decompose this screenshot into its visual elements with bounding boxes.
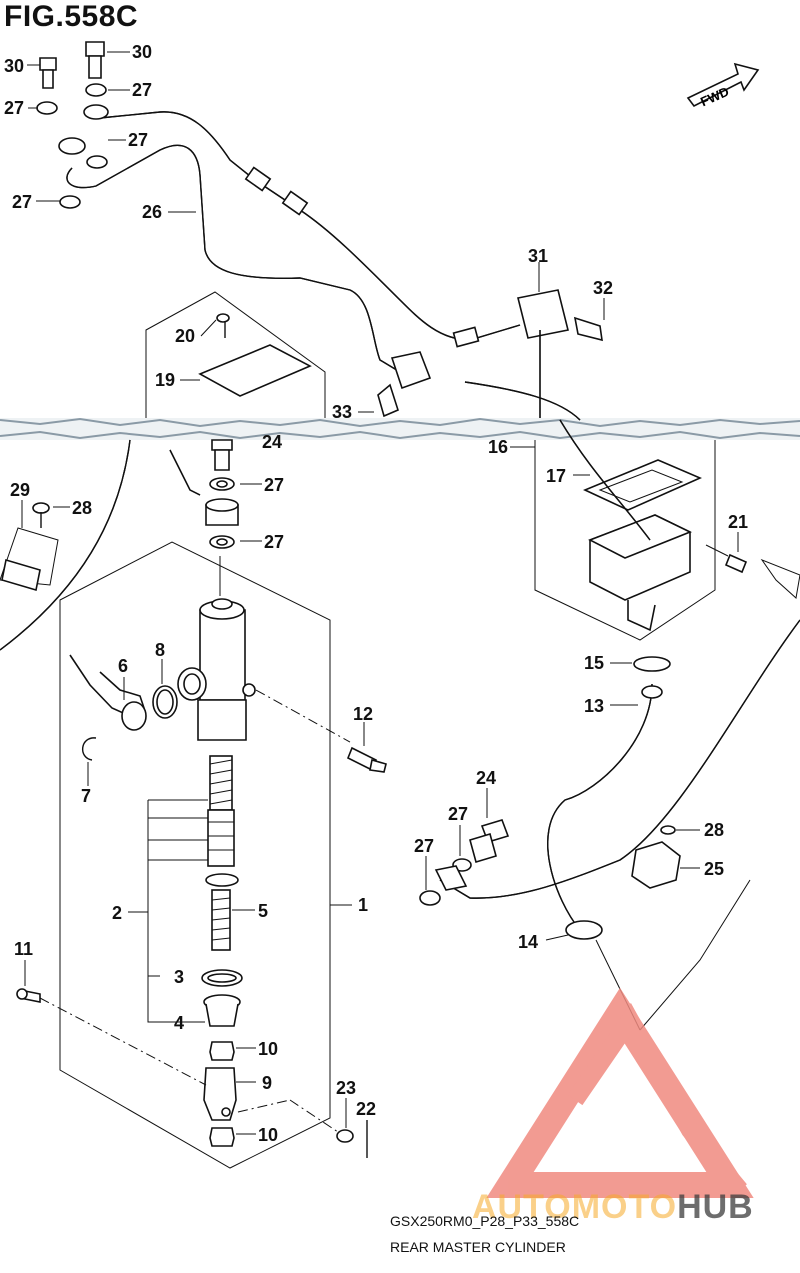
callout-10a: 10 [258, 1039, 278, 1059]
bracket-2-lines [128, 799, 255, 1023]
torn-edge-band [0, 417, 800, 440]
watermark-logo [486, 987, 754, 1198]
diagram-name-caption: REAR MASTER CYLINDER [390, 1239, 566, 1255]
callout-26: 26 [142, 202, 162, 222]
callout-labels: 30 30 27 27 27 27 26 31 32 20 19 33 24 1… [4, 42, 748, 1145]
callout-15: 15 [584, 653, 604, 673]
callout-24b: 24 [476, 768, 496, 788]
watermark-text-a: AUTOMOTO [472, 1188, 678, 1226]
hose-clamp-31 [517, 262, 605, 420]
union-bolt-30 [39, 41, 105, 89]
callout-23: 23 [336, 1078, 356, 1098]
lower-brake-hose [439, 381, 800, 1031]
washer-23-pin-22 [237, 1098, 368, 1158]
callout-32: 32 [593, 278, 613, 298]
clevis-9 [39, 997, 256, 1121]
callout-27a: 27 [4, 98, 24, 118]
callout-3: 3 [174, 967, 184, 987]
callout-13: 13 [584, 696, 604, 716]
callout-20: 20 [175, 326, 195, 346]
callout-30a: 30 [4, 56, 24, 76]
callout-2: 2 [112, 903, 122, 923]
callout-22: 22 [356, 1099, 376, 1119]
callout-28b: 28 [704, 820, 724, 840]
switch-25 [631, 825, 700, 889]
fwd-arrow-icon: FWD [686, 62, 760, 110]
callout-4: 4 [174, 1013, 184, 1033]
callout-19: 19 [155, 370, 175, 390]
callout-16: 16 [488, 437, 508, 457]
callout-28a: 28 [72, 498, 92, 518]
model-code-caption: GSX250RM0_P28_P33_558C [390, 1213, 580, 1229]
callout-27h: 27 [414, 836, 434, 856]
callout-33: 33 [332, 402, 352, 422]
fwd-label: FWD [698, 84, 731, 110]
elbow-fitting-6 [69, 654, 147, 731]
brake-hose-26 [66, 111, 521, 373]
callout-10b: 10 [258, 1125, 278, 1145]
callout-27g: 27 [448, 804, 468, 824]
hose-clamp-15 [610, 656, 671, 672]
callout-9: 9 [262, 1073, 272, 1093]
bracket-29 [0, 439, 131, 651]
figure-title: FIG.558C [4, 0, 139, 33]
watermark-text: AUTOMOTOHUB [472, 1188, 754, 1227]
callout-27d: 27 [12, 192, 32, 212]
union-bolt-24-lower [419, 788, 510, 906]
callout-25: 25 [704, 859, 724, 879]
screw-28 [32, 502, 70, 528]
callout-17: 17 [546, 466, 566, 486]
banjo-fittings [36, 83, 109, 209]
callout-14: 14 [518, 932, 538, 952]
master-cylinder-frame [59, 541, 352, 1169]
piston-assembly [205, 755, 239, 951]
callout-21: 21 [728, 512, 748, 532]
callout-7: 7 [81, 786, 91, 806]
screw-21 [705, 532, 800, 599]
reservoir-16 [510, 440, 716, 641]
nut-10-upper [209, 1041, 256, 1061]
callout-27c: 27 [128, 130, 148, 150]
circlip-3 [201, 969, 243, 987]
callout-29: 29 [10, 480, 30, 500]
callout-5: 5 [258, 901, 268, 921]
circlip-7 [82, 737, 97, 786]
pin-11 [16, 960, 41, 1003]
bolt-33 [358, 351, 432, 418]
watermark-text-b: HUB [677, 1188, 754, 1226]
master-cylinder-body [177, 556, 351, 743]
hose-clamp-14 [545, 920, 603, 941]
callout-12: 12 [353, 704, 373, 724]
union-bolt-24-upper [169, 439, 262, 549]
callout-6: 6 [118, 656, 128, 676]
callout-27e: 27 [264, 475, 284, 495]
callout-1: 1 [358, 895, 368, 915]
nut-10-lower [209, 1127, 256, 1147]
callout-31: 31 [528, 246, 548, 266]
bolt-12 [346, 722, 387, 773]
reservoir-cap-group [145, 291, 326, 421]
callout-30b: 30 [132, 42, 152, 62]
boot-4 [203, 994, 241, 1027]
callout-27f: 27 [264, 532, 284, 552]
leader-lines-top [27, 51, 196, 213]
reservoir-hose-13 [547, 683, 663, 931]
o-ring-8 [152, 659, 178, 719]
callout-11: 11 [14, 939, 33, 959]
callout-24a: 24 [262, 432, 282, 452]
callout-8: 8 [155, 640, 165, 660]
callout-27b: 27 [132, 80, 152, 100]
